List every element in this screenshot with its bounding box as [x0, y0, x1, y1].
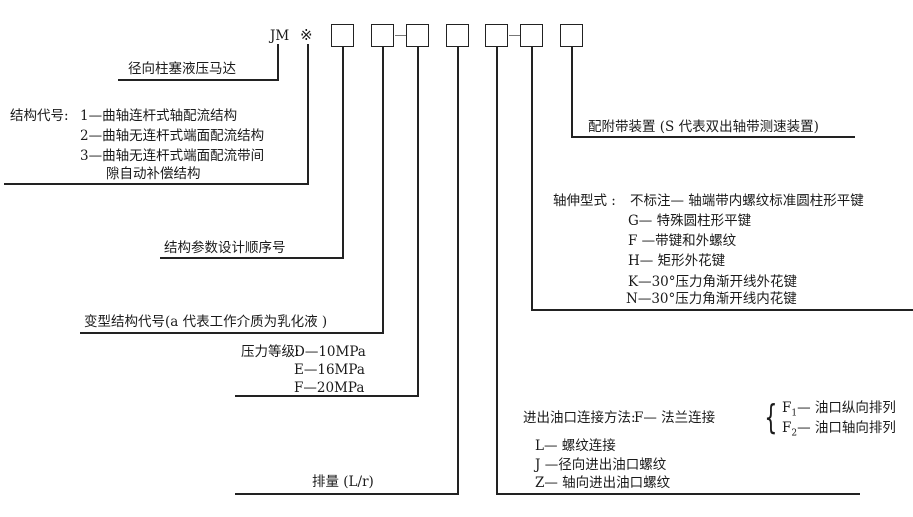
leader-line: [118, 79, 279, 81]
structure-item: 隙自动补偿结构: [106, 166, 201, 182]
dash: [509, 35, 520, 36]
shaft-item: N—30°压力角渐开线内花键: [626, 291, 797, 307]
leader-line: [417, 47, 419, 396]
structure-label: 结构代号:: [10, 108, 69, 124]
code-box-2: [371, 24, 394, 47]
leader-line: [160, 257, 344, 259]
motor-name: 径向柱塞液压马达: [128, 61, 236, 77]
dash: [395, 35, 406, 36]
leader-line: [457, 47, 459, 494]
structure-item: 1—曲轴连杆式轴配流结构: [80, 108, 238, 124]
leader-line: [307, 44, 309, 184]
shaft-item: H— 矩形外花键: [628, 253, 726, 269]
leader-line: [531, 309, 913, 311]
structure-item: 2—曲轴无连杆式端面配流结构: [80, 128, 265, 144]
shaft-item: G— 特殊圆柱形平键: [628, 213, 752, 229]
port-flange: F— 法兰连接: [634, 410, 716, 426]
leader-line: [277, 44, 279, 80]
port-f2: F2— 油口轴向排列: [782, 420, 896, 439]
code-box-5: [485, 24, 508, 47]
port-item: L— 螺纹连接: [535, 438, 616, 454]
code-symbol: ※: [300, 26, 313, 44]
design-seq: 结构参数设计顺序号: [164, 240, 286, 256]
leader-line: [496, 47, 498, 494]
accessory: 配附带装置 (S 代表双出轴带测速装置): [588, 119, 819, 135]
shaft-item: K—30°压力角渐开线外花键: [628, 274, 798, 290]
variant: 变型结构代号(a 代表工作介质为乳化液 ): [84, 314, 328, 330]
leader-line: [235, 493, 459, 495]
leader-line: [571, 47, 573, 137]
shaft-item: F —带键和外螺纹: [628, 233, 737, 249]
leader-line: [4, 183, 309, 185]
shaft-item: 不标注— 轴端带内螺纹标准圆柱形平键: [630, 193, 864, 209]
code-box-6: [520, 24, 543, 47]
port-f1: F1— 油口纵向排列: [782, 400, 896, 419]
code-box-1: [331, 24, 354, 47]
structure-item: 3—曲轴无连杆式端面配流带间: [80, 148, 265, 164]
pressure-item: E—16MPa: [294, 362, 365, 378]
leader-line: [496, 493, 860, 495]
pressure-label: 压力等级:: [241, 344, 300, 360]
displacement: 排量 (L/r): [312, 474, 374, 490]
port-item: J —径向进出油口螺纹: [535, 457, 667, 473]
leader-line: [235, 395, 419, 397]
port-item: Z— 轴向进出油口螺纹: [535, 475, 671, 491]
code-box-3: [406, 24, 429, 47]
pressure-item: D—10MPa: [294, 344, 366, 360]
leader-line: [80, 332, 384, 334]
leader-line: [571, 136, 855, 138]
code-prefix: JM: [270, 28, 290, 44]
shaft-label: 轴伸型式 :: [553, 193, 616, 209]
leader-line: [342, 47, 344, 258]
code-box-4: [446, 24, 469, 47]
pressure-item: F—20MPa: [294, 380, 365, 396]
brace: {: [764, 398, 778, 438]
port-label: 进出油口连接方法:: [523, 410, 636, 426]
code-box-7: [560, 24, 583, 47]
leader-line: [382, 47, 384, 333]
leader-line: [531, 47, 533, 310]
